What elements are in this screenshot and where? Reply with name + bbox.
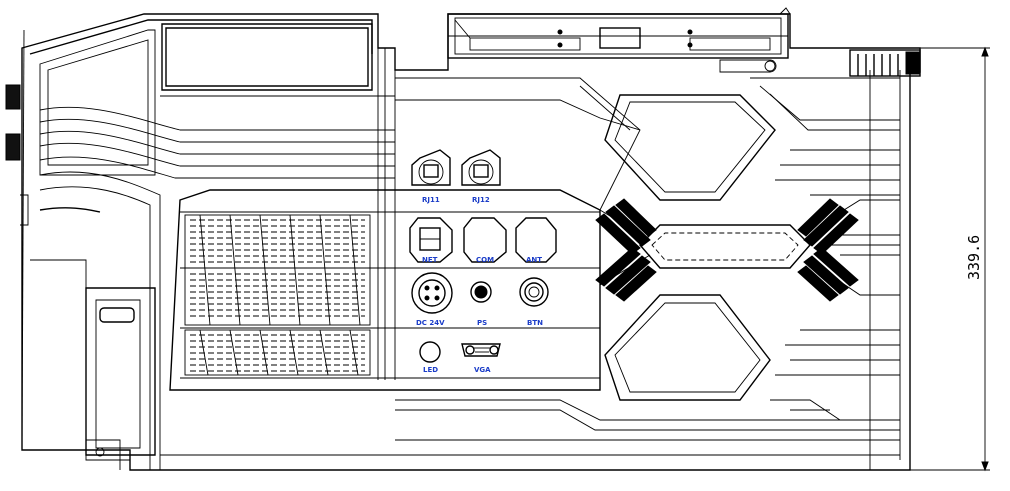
label-ps: PS — [477, 319, 487, 327]
dc-power-port — [411, 272, 453, 314]
label-rj12: RJ12 — [472, 196, 490, 204]
vent-grille-lower — [184, 329, 371, 376]
net-port — [409, 217, 453, 263]
label-vga: VGA — [474, 366, 491, 374]
dimension-marker — [910, 46, 990, 472]
btn-port — [519, 277, 549, 307]
ps-port — [470, 281, 492, 303]
rj-port-1 — [411, 149, 451, 186]
dimension-label: 339.6 — [965, 235, 983, 280]
label-net: NET — [422, 256, 438, 264]
label-com: COM — [476, 256, 494, 264]
device-body-outline — [5, 13, 921, 471]
right-fin-group — [797, 198, 859, 302]
top-fins — [849, 49, 921, 77]
left-body-curves — [39, 95, 641, 470]
label-dc24v: DC 24V — [416, 319, 445, 327]
ant-port — [515, 217, 557, 263]
label-ant: ANT — [526, 256, 542, 264]
top-bracket — [447, 7, 791, 73]
label-rj11: RJ11 — [422, 196, 440, 204]
right-body-pattern — [160, 77, 900, 456]
label-btn: BTN — [527, 319, 543, 327]
vga-port — [461, 343, 501, 357]
label-led: LED — [423, 366, 438, 374]
com-port — [463, 217, 507, 263]
led-port — [419, 341, 441, 363]
left-fin-group — [595, 198, 657, 302]
rj-port-2 — [461, 149, 501, 186]
vent-grille-upper — [184, 214, 371, 326]
